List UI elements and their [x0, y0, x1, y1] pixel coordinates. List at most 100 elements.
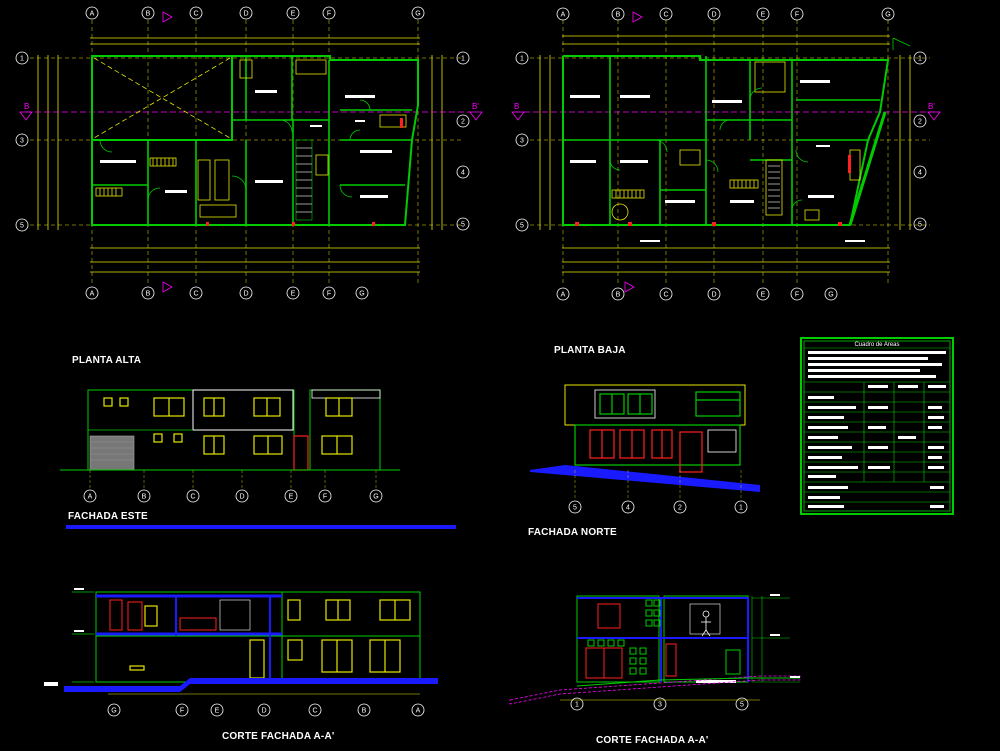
axis-bubble-row-label: 5 — [461, 222, 465, 229]
label-corte-right: CORTE FACHADA A-A' — [596, 735, 709, 746]
axis-bubble-upper-top-label: D — [243, 11, 248, 18]
axis-bubble-row — [456, 165, 470, 179]
label-fachada-este: FACHADA ESTE — [68, 511, 148, 522]
axis-bubble-upper-bottom-label: G — [359, 291, 364, 298]
axis-bubble-section-label: G — [111, 708, 116, 715]
axis-bubble-east-label: A — [88, 494, 93, 501]
axis-bubble-upper-top-label: C — [193, 11, 198, 18]
axis-bubble-ground-bottom — [756, 287, 770, 301]
axis-bubble-upper-bottom-label: C — [193, 291, 198, 298]
axis-bubble-ground-top-label: B — [616, 12, 621, 19]
axis-bubble-section — [357, 703, 371, 717]
axis-bubble-east — [318, 489, 332, 503]
svg-text:B: B — [514, 102, 519, 111]
axis-bubble-section — [107, 703, 121, 717]
axis-bubble-section-label: C — [312, 708, 317, 715]
axis-bubble-ground-top-label: A — [561, 12, 566, 19]
plan-upper-floor: B B' — [19, 11, 483, 293]
axis-bubble-ground-bottom-label: C — [663, 292, 668, 299]
area-table: Cuadro de Areas — [800, 337, 954, 515]
axis-bubble-row — [15, 218, 29, 232]
axis-bubble-row — [913, 114, 927, 128]
axis-bubble-section — [735, 697, 749, 711]
axis-bubble-row-label: 4 — [918, 170, 922, 177]
svg-text:B': B' — [472, 102, 479, 111]
axis-bubble-ground-top-label: E — [761, 12, 766, 19]
axis-bubble-row — [15, 51, 29, 65]
axis-bubble-section — [257, 703, 271, 717]
axis-bubble-upper-top-label: G — [415, 11, 420, 18]
axis-bubble-section — [411, 703, 425, 717]
axis-bubble-upper-bottom — [286, 286, 300, 300]
elevation-east — [60, 389, 456, 529]
axis-bubble-ground-top — [756, 7, 770, 21]
axis-bubble-row — [515, 133, 529, 147]
axis-bubble-row-label: 3 — [20, 138, 24, 145]
axis-bubble-ground-top-label: D — [711, 12, 716, 19]
axis-bubble-section — [308, 703, 322, 717]
axis-bubble-row-label: 3 — [520, 138, 524, 145]
axis-bubble-upper-top-label: E — [291, 11, 296, 18]
axis-bubble-east-label: F — [323, 494, 327, 501]
axis-bubble-upper-top-label: B — [146, 11, 151, 18]
axis-bubble-ground-bottom-label: A — [561, 292, 566, 299]
axis-bubble-section — [570, 697, 584, 711]
axis-bubble-section-label: 3 — [658, 702, 662, 709]
axis-bubble-north-label: 2 — [678, 505, 682, 512]
axis-bubble-row-label: 5 — [520, 223, 524, 230]
axis-bubble-east — [235, 489, 249, 503]
axis-bubble-section-label: B — [362, 708, 367, 715]
axis-bubble-north — [621, 500, 635, 514]
axis-bubble-row — [913, 51, 927, 65]
axis-bubble-ground-bottom — [824, 287, 838, 301]
axis-bubble-row-label: 2 — [461, 119, 465, 126]
axis-bubble-row-label: 1 — [20, 56, 24, 63]
axis-bubble-row — [456, 51, 470, 65]
axis-bubble-row — [913, 165, 927, 179]
axis-bubble-upper-top-label: A — [90, 11, 95, 18]
axis-bubble-ground-top — [707, 7, 721, 21]
axis-bubble-row-label: 4 — [461, 170, 465, 177]
axis-bubble-ground-top-label: F — [795, 12, 799, 19]
axis-bubble-row — [15, 133, 29, 147]
axis-bubble-section-label: F — [180, 708, 184, 715]
axis-bubble-section — [210, 703, 224, 717]
axis-bubble-east — [186, 489, 200, 503]
axis-bubble-row — [456, 114, 470, 128]
axis-bubble-ground-top — [881, 7, 895, 21]
axis-bubble-upper-top — [239, 6, 253, 20]
axis-bubble-row-label: 1 — [520, 56, 524, 63]
axis-bubble-section — [175, 703, 189, 717]
axis-bubble-ground-bottom — [790, 287, 804, 301]
svg-text:B: B — [24, 102, 29, 111]
axis-bubble-ground-bottom-label: G — [828, 292, 833, 299]
axis-bubble-east-label: G — [373, 494, 378, 501]
axis-bubble-north-label: 1 — [739, 505, 743, 512]
axis-bubble-section-label: E — [215, 708, 220, 715]
axis-bubble-section-label: 5 — [740, 702, 744, 709]
axis-bubble-section-label: D — [261, 708, 266, 715]
label-planta-baja: PLANTA BAJA — [554, 345, 626, 356]
axis-bubble-east — [369, 489, 383, 503]
axis-bubble-upper-top — [85, 6, 99, 20]
axis-bubble-upper-bottom — [141, 286, 155, 300]
axis-bubble-row-label: 5 — [20, 223, 24, 230]
axis-bubble-ground-top — [611, 7, 625, 21]
axis-bubble-north-label: 4 — [626, 505, 630, 512]
axis-bubble-ground-bottom-label: F — [795, 292, 799, 299]
axis-bubble-upper-bottom — [355, 286, 369, 300]
axis-bubble-ground-top — [556, 7, 570, 21]
axis-bubble-east — [83, 489, 97, 503]
axis-bubble-east-label: E — [289, 494, 294, 501]
axis-bubble-upper-bottom-label: F — [327, 291, 331, 298]
label-corte-left: CORTE FACHADA A-A' — [222, 731, 335, 742]
axis-bubble-row — [515, 51, 529, 65]
axis-bubble-east-label: C — [190, 494, 195, 501]
axis-bubble-north — [568, 500, 582, 514]
axis-bubble-upper-bottom-label: B — [146, 291, 151, 298]
axis-bubble-row-label: 5 — [918, 222, 922, 229]
axis-bubble-north — [734, 500, 748, 514]
